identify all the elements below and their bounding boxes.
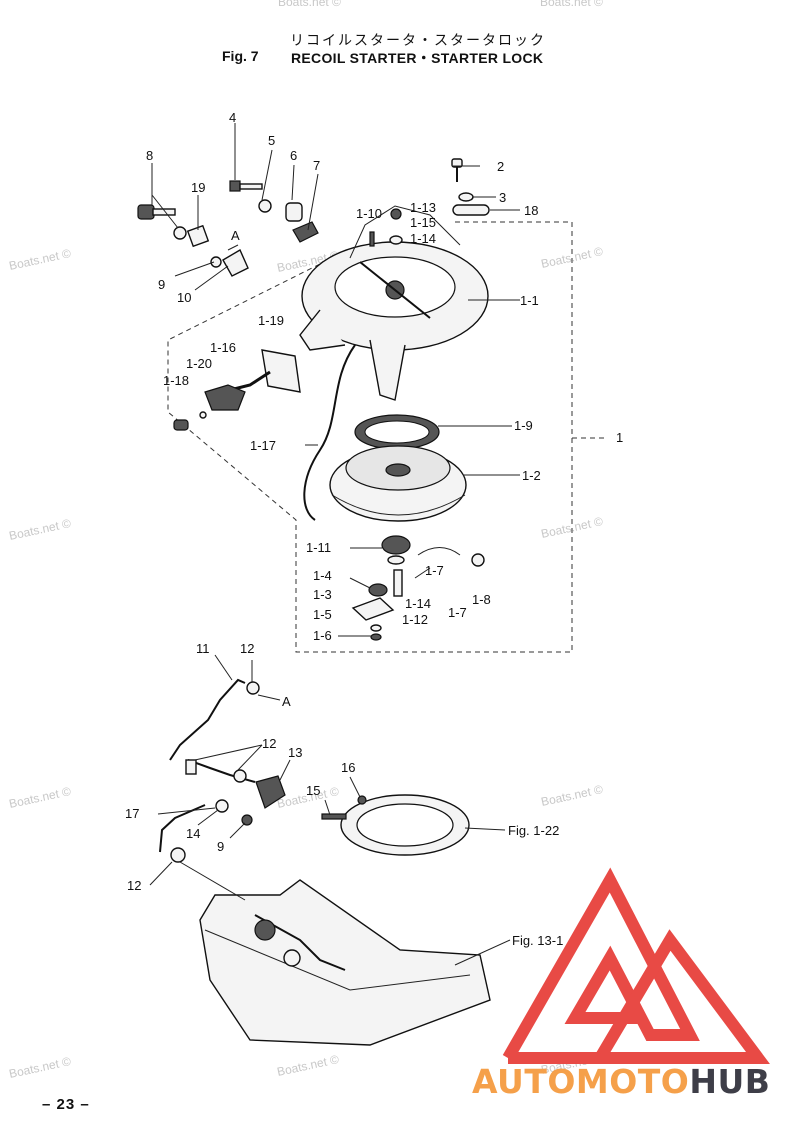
callout-18: 18 — [524, 203, 538, 218]
watermark: Boats.net © — [540, 244, 605, 271]
watermark: Boats.net © — [278, 0, 341, 9]
callout-1-19: 1-19 — [258, 313, 284, 328]
callout-4: 4 — [229, 110, 236, 125]
callout-1-4: 1-4 — [313, 568, 332, 583]
brand-wordmark: AUTOMOTOHUB — [472, 1062, 770, 1101]
callout-11: 11 — [196, 641, 210, 656]
ratchet-parts — [351, 535, 485, 641]
leader-lines — [149, 123, 520, 966]
callout-12-middle: 12 — [262, 736, 276, 751]
screw-4 — [229, 180, 319, 243]
callout-9-lower: 9 — [217, 839, 224, 854]
watermark: Boats.net © — [8, 246, 73, 273]
pin-2-washer-3-plate-18 — [369, 158, 490, 247]
lower-cowl — [199, 879, 491, 1046]
watermark: Boats.net © — [540, 782, 605, 809]
callout-1-5: 1-5 — [313, 607, 332, 622]
watermark: Boats.net © — [540, 514, 605, 541]
brand-part-2: HUB — [689, 1062, 771, 1101]
callout-1-10: 1-10 — [356, 206, 382, 221]
callout-16: 16 — [341, 760, 355, 775]
callout-6: 6 — [290, 148, 297, 163]
callouts: 4 5 6 7 8 19 A 9 10 2 3 18 1-10 1-13 1-1… — [125, 110, 623, 948]
watermark: Boats.net © — [8, 516, 73, 543]
assembly-boundary — [167, 221, 573, 653]
callout-14: 14 — [186, 826, 200, 841]
callout-1-13: 1-13 — [410, 200, 436, 215]
starter-case — [299, 205, 489, 401]
callout-1-15: 1-15 — [410, 215, 436, 230]
callout-1-1: 1-1 — [520, 293, 539, 308]
callout-19: 19 — [191, 180, 205, 195]
callout-13: 13 — [288, 745, 302, 760]
watermark: Boats.net © — [8, 784, 73, 811]
callout-2: 2 — [497, 159, 504, 174]
callout-1-11: 1-11 — [306, 540, 331, 555]
callout-1-6: 1-6 — [313, 628, 332, 643]
callout-1-12: 1-12 — [402, 612, 428, 627]
callout-1-2: 1-2 — [522, 468, 541, 483]
starter-cable — [303, 344, 356, 521]
brand-logo-icon — [502, 867, 770, 1064]
callout-12-lower: 12 — [127, 878, 141, 893]
callout-a-lower: A — [282, 694, 291, 709]
diagram-title: RECOIL STARTER・STARTER LOCK — [291, 50, 544, 66]
callout-1-14: 1-14 — [410, 231, 436, 246]
callout-10: 10 — [177, 290, 191, 305]
callout-a-arrow: A — [231, 228, 240, 243]
spiral-spring — [354, 414, 440, 450]
japanese-title: リコイルスタータ・スタータロック — [290, 33, 546, 49]
callout-5: 5 — [268, 133, 275, 148]
lock-assembly — [173, 349, 301, 431]
ring-gasket — [321, 794, 470, 856]
fig-1-22-reference: Fig. 1-22 — [508, 823, 559, 838]
callout-1-16: 1-16 — [210, 340, 236, 355]
brand-part-1: AUTOMOTO — [472, 1062, 690, 1101]
watermark: Boats.net © — [8, 1054, 73, 1081]
bolt-8 — [137, 204, 210, 248]
lock-linkage — [159, 678, 286, 863]
callout-1-17: 1-17 — [250, 438, 276, 453]
page-number: – 23 – — [42, 1096, 90, 1113]
callout-15: 15 — [306, 783, 320, 798]
callout-3: 3 — [499, 190, 506, 205]
fig-13-1-reference: Fig. 13-1 — [512, 933, 563, 948]
callout-1-9: 1-9 — [514, 418, 533, 433]
callout-1-20: 1-20 — [186, 356, 212, 371]
starter-reel — [329, 445, 467, 522]
callout-1: 1 — [616, 430, 623, 445]
lock-lever-10 — [210, 248, 249, 277]
figure-label: Fig. 7 — [222, 48, 259, 64]
callout-1-8: 1-8 — [472, 592, 491, 607]
callout-1-7: 1-7 — [425, 563, 444, 578]
callout-9: 9 — [158, 277, 165, 292]
callout-8: 8 — [146, 148, 153, 163]
watermark: Boats.net © — [276, 1052, 341, 1079]
callout-1-14-lower: 1-14 — [405, 596, 431, 611]
callout-12: 12 — [240, 641, 254, 656]
callout-1-7-lower: 1-7 — [448, 605, 467, 620]
callout-1-18: 1-18 — [163, 373, 189, 388]
callout-1-3: 1-3 — [313, 587, 332, 602]
callout-17: 17 — [125, 806, 139, 821]
callout-7: 7 — [313, 158, 320, 173]
watermark: Boats.net © — [540, 0, 603, 9]
